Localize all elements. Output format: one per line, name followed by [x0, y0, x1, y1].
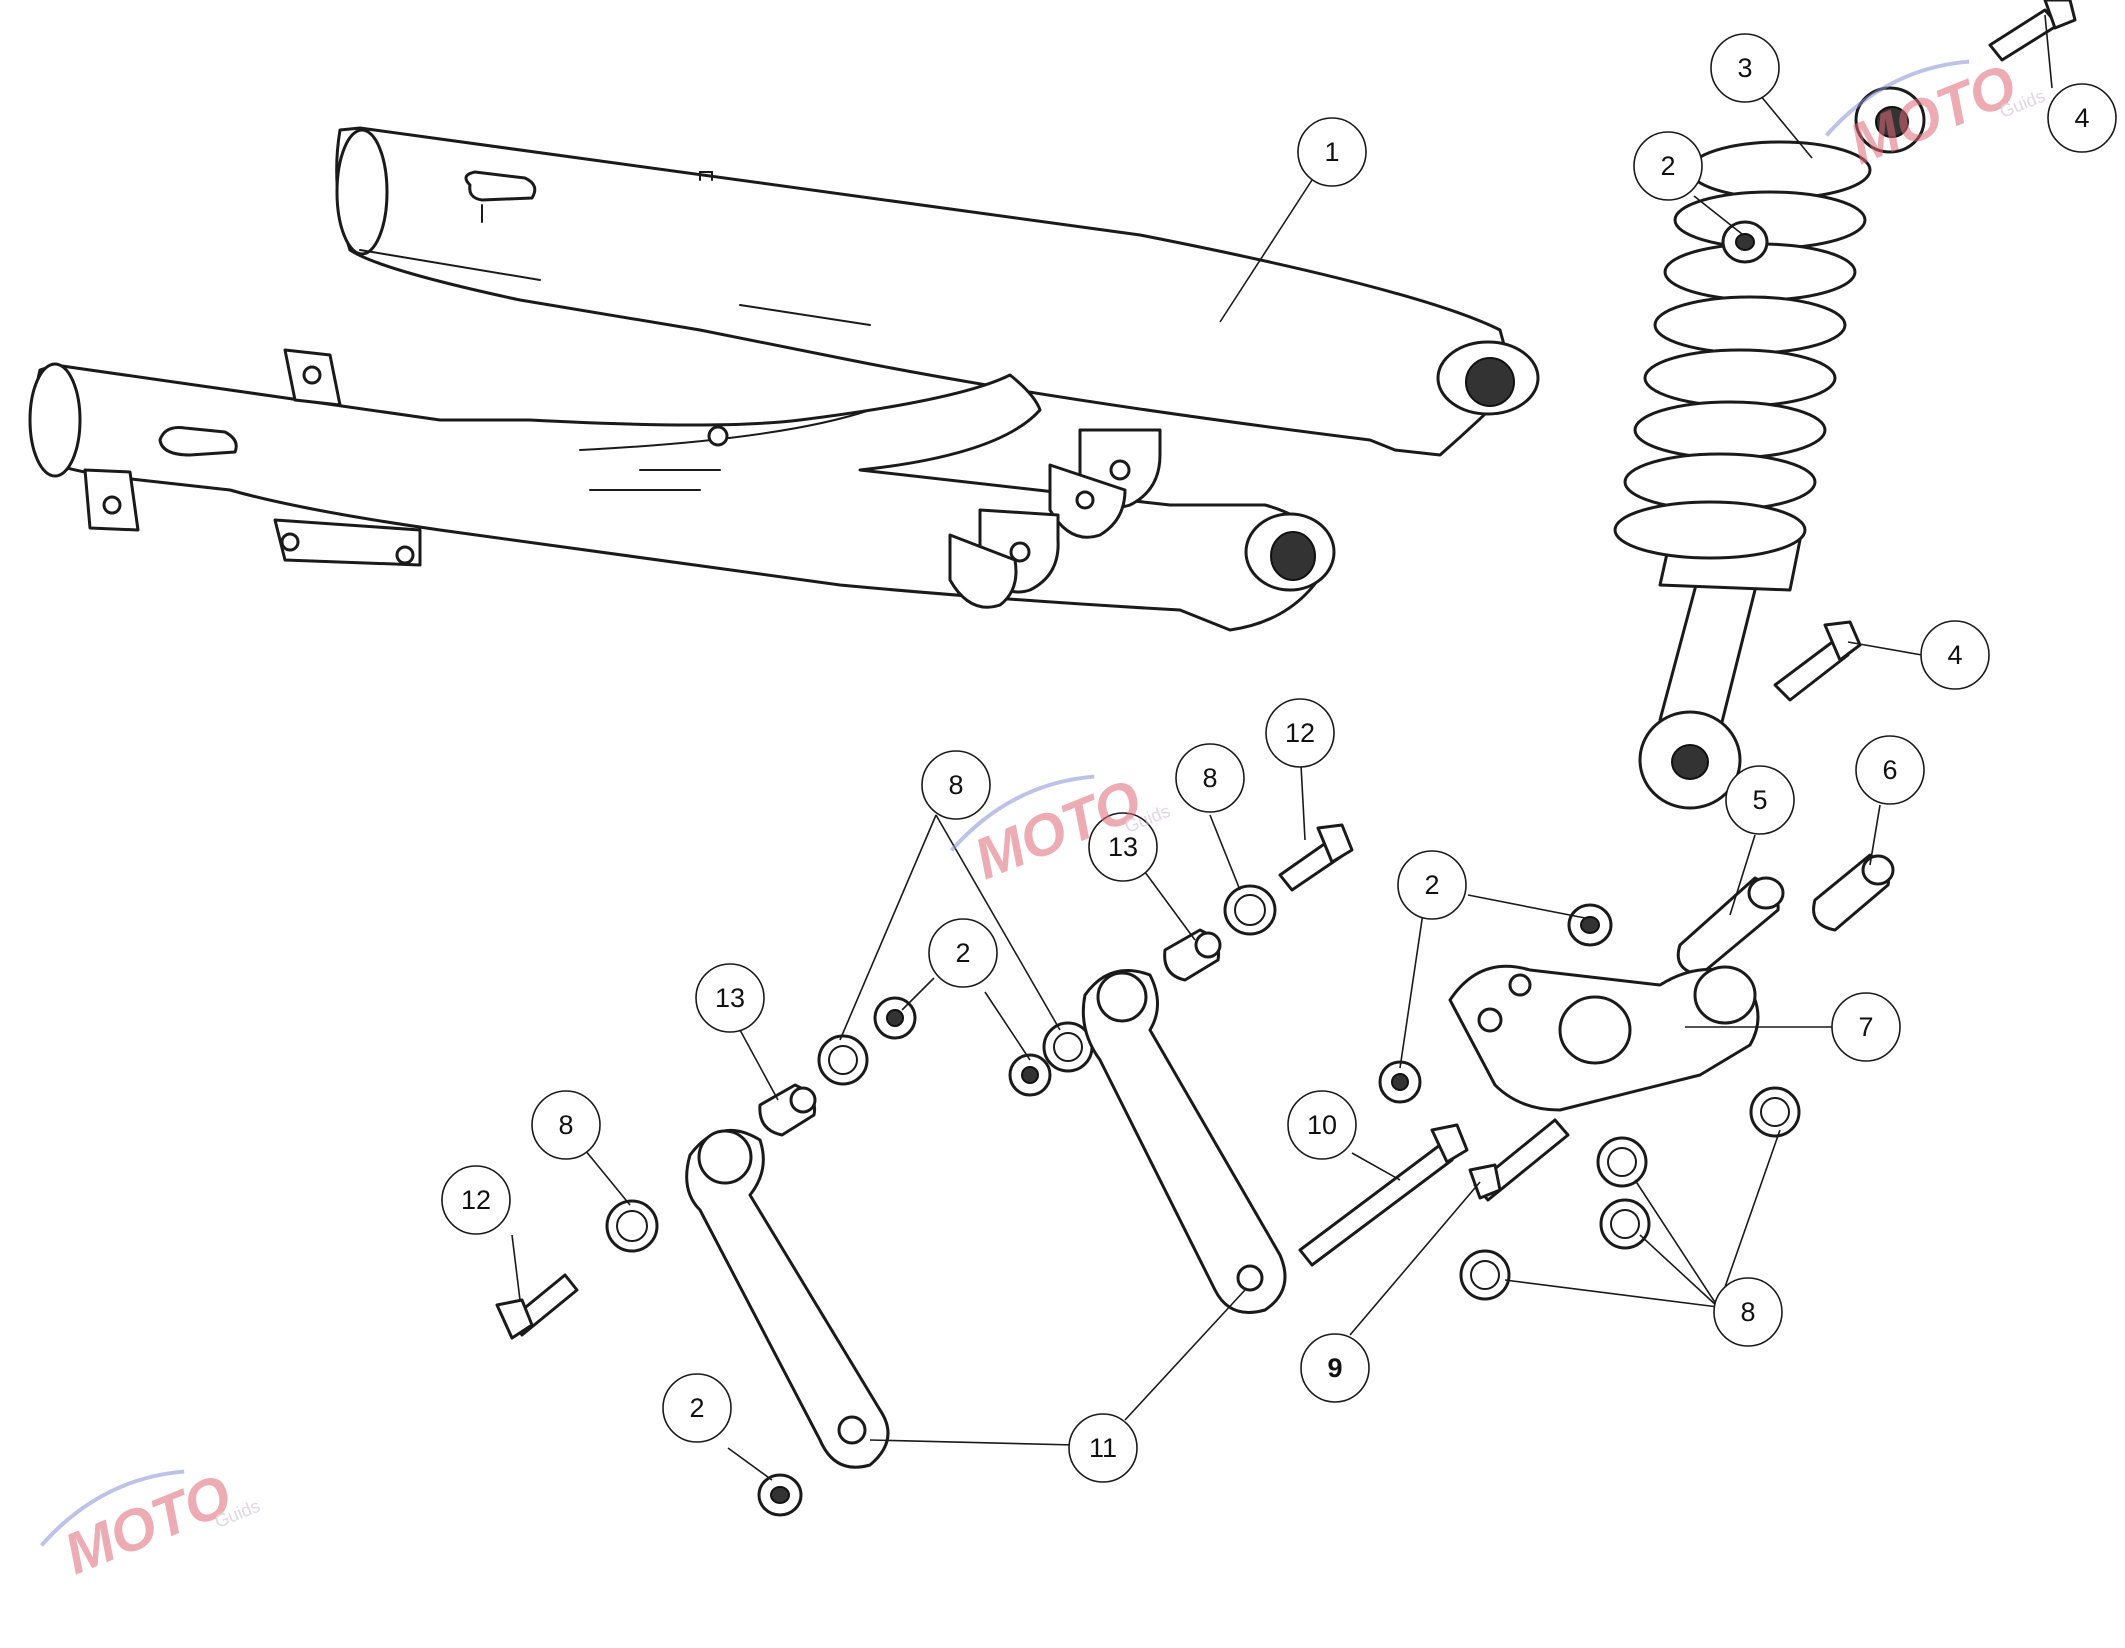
callout-circle-c2d — [662, 1373, 732, 1443]
rocker-link — [1448, 964, 1760, 1112]
callout-circle-c8a — [921, 750, 991, 820]
callout-circle-c8b — [1175, 743, 1245, 813]
bolt-mid-right — [1773, 620, 1862, 702]
callout-label-c12b: 12 — [461, 1185, 491, 1215]
callout-label-c13a: 13 — [715, 983, 745, 1013]
callout-circle-c2a — [1633, 131, 1703, 201]
callout-circle-c12a — [1265, 698, 1335, 768]
callout-circle-c13a — [695, 963, 765, 1033]
callout-label-c2a: 2 — [1660, 151, 1675, 181]
watermark-bottom-left: MOTO Guids — [39, 1462, 263, 1587]
callout-label-c8a: 8 — [948, 770, 963, 800]
callout-label-c8d: 8 — [1740, 1297, 1755, 1327]
callout-label-c2d: 2 — [689, 1393, 704, 1423]
callout-circle-c10 — [1287, 1090, 1357, 1160]
callout-label-c6: 6 — [1882, 755, 1897, 785]
callout-circle-c1 — [1297, 117, 1367, 187]
washers — [605, 884, 1801, 1301]
watermark-brand: MOTO — [1841, 52, 2026, 177]
callout-circle-c5 — [1725, 765, 1795, 835]
bolts-lower — [495, 823, 1570, 1340]
callout-circle-c2b — [1397, 850, 1467, 920]
callout-label-c9: 9 — [1327, 1353, 1342, 1383]
callout-circle-c4b — [1920, 620, 1990, 690]
bolt-top-right — [1988, 0, 2077, 62]
callout-label-c12a: 12 — [1285, 718, 1315, 748]
callout-label-c5: 5 — [1752, 785, 1767, 815]
callout-circle-c4a — [2047, 83, 2117, 153]
shock-absorber — [1613, 86, 1926, 810]
callout-circle-c8d — [1713, 1277, 1783, 1347]
bushings — [758, 853, 1895, 1137]
callout-circle-c13b — [1088, 812, 1158, 882]
callout-circle-c11 — [1068, 1413, 1138, 1483]
callout-label-c3: 3 — [1737, 53, 1752, 83]
callout-circle-c6 — [1855, 735, 1925, 805]
tie-rods — [685, 969, 1287, 1469]
nuts — [757, 220, 1769, 1517]
callout-label-c13b: 13 — [1108, 832, 1138, 862]
callout-label-c4a: 4 — [2074, 103, 2089, 133]
callout-circle-c3 — [1710, 33, 1780, 103]
leader-lines — [511, 14, 2053, 1481]
callout-circle-c7 — [1831, 992, 1901, 1062]
callout-label-c10: 10 — [1307, 1110, 1337, 1140]
callout-label-c11: 11 — [1089, 1433, 1117, 1463]
callout-label-c4b: 4 — [1947, 640, 1962, 670]
callout-label-c7: 7 — [1858, 1012, 1873, 1042]
callout-circle-c2c — [928, 918, 998, 988]
callout-label-c2b: 2 — [1424, 870, 1439, 900]
watermark-brand: MOTO — [56, 1462, 241, 1587]
callout-circle-c9 — [1300, 1333, 1370, 1403]
callout-circle-c8c — [531, 1090, 601, 1160]
swingarm — [28, 126, 1540, 632]
callout-label-c8b: 8 — [1202, 763, 1217, 793]
callout-label-c2c: 2 — [955, 938, 970, 968]
callout-circle-c12b — [441, 1165, 511, 1235]
callout-label-c8c: 8 — [558, 1110, 573, 1140]
callout-label-c1: 1 — [1324, 137, 1339, 167]
